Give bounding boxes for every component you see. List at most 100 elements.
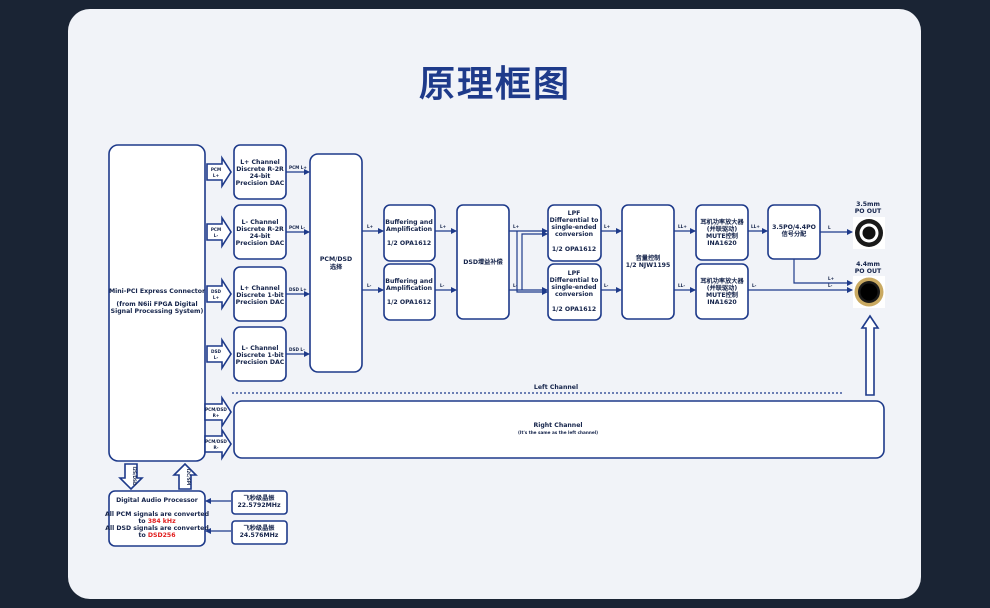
amplifier-upper: 耳机功率放大器 (并联驱动) MUTE控制 INA1620 (695, 204, 749, 261)
dac-pcm-l-minus: L- Channel Discrete R-2R 24-bit Precisio… (233, 204, 287, 260)
buffer-l-plus: Buffering and Amplification 1/2 OPA1612 (383, 204, 436, 262)
lpf-lower: LPF Differential to single-ended convers… (547, 263, 602, 321)
svg-text:DSD L-: DSD L- (289, 347, 305, 352)
lpf-to-volume-wires: L+ L- (601, 224, 622, 293)
svg-text:信号分配: 信号分配 (782, 230, 808, 238)
svg-text:1/2 NJW1195: 1/2 NJW1195 (626, 262, 671, 269)
svg-text:LL+: LL+ (678, 224, 687, 229)
input-arrow-dsd-l-minus: DSD L- (206, 337, 232, 371)
svg-text:(It's the same as the left cha: (It's the same as the left channel) (518, 430, 598, 435)
svg-text:PCM/DSD: PCM/DSD (205, 439, 227, 444)
svg-text:INA1620: INA1620 (707, 240, 737, 247)
svg-text:L-: L- (828, 283, 833, 288)
left-channel-divider: Left Channel (232, 384, 842, 394)
page-title: 原理框图 (418, 64, 571, 105)
dsd-to-lpf-wires: L+ L- (509, 224, 548, 295)
right-channel-box: Right Channel (It's the same as the left… (233, 400, 885, 459)
svg-text:single-ended: single-ended (551, 224, 596, 231)
svg-text:L-: L- (440, 283, 445, 288)
i2s-dsd-arrow: I2S/DSD (118, 463, 144, 491)
svg-text:L-: L- (367, 283, 372, 288)
svg-text:L+: L+ (513, 224, 520, 229)
clock-arrows (205, 498, 231, 534)
svg-text:Differential to: Differential to (550, 217, 599, 224)
svg-text:DSD L+: DSD L+ (289, 287, 307, 292)
svg-text:PCM L-: PCM L- (289, 225, 305, 230)
svg-text:MUTE控制: MUTE控制 (706, 291, 738, 299)
input-arrow-r-plus: PCM/DSD R+ (204, 395, 232, 429)
svg-text:Precision DAC: Precision DAC (236, 359, 285, 366)
volume-control: 音量控制 1/2 NJW1195 (621, 204, 675, 320)
jack-4-4mm: 4.4mm PO OUT (853, 261, 885, 308)
svg-text:L-: L- (752, 283, 757, 288)
svg-text:Buffering and: Buffering and (385, 219, 433, 226)
svg-text:DSD增益补偿: DSD增益补偿 (463, 258, 503, 266)
svg-text:LPF: LPF (568, 270, 581, 277)
amp-output-wires: LL+ L- (748, 224, 853, 293)
svg-text:(并联驱动): (并联驱动) (707, 284, 738, 292)
svg-text:Mini-PCI Express Connector: Mini-PCI Express Connector (109, 288, 206, 295)
svg-text:飞秒级晶振: 飞秒级晶振 (244, 494, 276, 502)
svg-text:DSD: DSD (211, 289, 221, 294)
svg-text:single-ended: single-ended (551, 284, 596, 291)
svg-text:Discrete 1-bit: Discrete 1-bit (236, 292, 284, 299)
svg-text:conversion: conversion (555, 291, 593, 298)
volume-to-amp-wires: LL+ LL- (674, 224, 696, 293)
svg-text:Buffering and: Buffering and (385, 278, 433, 285)
dac-dsd-l-plus: L+ Channel Discrete 1-bit Precision DAC (233, 266, 287, 322)
svg-text:R-: R- (214, 445, 219, 450)
svg-text:1/2 OPA1612: 1/2 OPA1612 (387, 299, 431, 306)
svg-text:L-: L- (513, 283, 518, 288)
svg-text:Discrete R-2R: Discrete R-2R (236, 166, 284, 173)
svg-text:I2S/DSD: I2S/DSD (132, 467, 137, 487)
svg-text:音量控制: 音量控制 (636, 254, 661, 262)
mini-pci-connector: Mini-PCI Express Connector (from N6ii FP… (108, 144, 206, 462)
svg-text:选择: 选择 (330, 263, 343, 271)
svg-text:Precision DAC: Precision DAC (236, 299, 285, 306)
svg-text:L+ Channel: L+ Channel (240, 285, 280, 292)
dac-dsd-l-minus: L- Channel Discrete 1-bit Precision DAC (233, 326, 287, 382)
svg-text:L-: L- (214, 355, 219, 360)
svg-text:1/2 OPA1612: 1/2 OPA1612 (387, 240, 431, 247)
svg-text:L- Channel: L- Channel (242, 219, 279, 226)
digital-audio-processor: Digital Audio Processor All PCM signals … (105, 490, 209, 547)
svg-text:All PCM signals are converted: All PCM signals are converted (105, 511, 209, 518)
svg-text:Right Channel: Right Channel (533, 422, 582, 429)
svg-text:Amplification: Amplification (386, 226, 432, 233)
svg-text:I2C/SPI: I2C/SPI (186, 469, 191, 486)
svg-text:PCM: PCM (211, 167, 221, 172)
clock-24-576: 飞秒级晶振 24.576MHz (231, 520, 288, 545)
svg-text:INA1620: INA1620 (707, 299, 737, 306)
dsd-gain-compensation: DSD增益补偿 (456, 204, 510, 320)
svg-text:24.576MHz: 24.576MHz (240, 532, 279, 539)
svg-text:MUTE控制: MUTE控制 (706, 232, 738, 240)
select-to-buffer-wires: L+ L- (362, 224, 384, 293)
svg-text:to 384 kHz: to 384 kHz (138, 518, 176, 525)
svg-text:L+: L+ (367, 224, 374, 229)
svg-text:L- Channel: L- Channel (242, 345, 279, 352)
svg-text:DSD: DSD (211, 349, 221, 354)
pcm-rate-highlight: 384 kHz (148, 518, 176, 525)
svg-text:LL+: LL+ (751, 224, 760, 229)
dsd-rate-highlight: DSD256 (148, 532, 176, 539)
jack-3-5mm: 3.5mm PO OUT (853, 201, 885, 249)
svg-text:PO OUT: PO OUT (855, 208, 882, 215)
svg-text:L+: L+ (440, 224, 447, 229)
svg-text:L: L (828, 225, 831, 230)
svg-text:Amplification: Amplification (386, 285, 432, 292)
split-to-jack-wires: L L+ L- (793, 225, 853, 288)
svg-text:Discrete R-2R: Discrete R-2R (236, 226, 284, 233)
i2c-spi-arrow: I2C/SPI (172, 462, 198, 490)
svg-text:Digital Audio Processor: Digital Audio Processor (116, 497, 199, 504)
svg-text:PCM L+: PCM L+ (289, 165, 307, 170)
svg-text:LL-: LL- (678, 283, 685, 288)
svg-text:4.4mm: 4.4mm (856, 261, 880, 268)
svg-text:24-bit: 24-bit (250, 173, 271, 180)
input-arrow-pcm-l-minus: PCM L- (206, 215, 232, 249)
buffer-l-minus: Buffering and Amplification 1/2 OPA1612 (383, 263, 436, 321)
svg-text:飞秒级晶振: 飞秒级晶振 (244, 524, 276, 532)
input-arrow-pcm-l-plus: PCM L+ (206, 155, 232, 189)
svg-text:to DSD256: to DSD256 (138, 532, 175, 539)
svg-text:Precision DAC: Precision DAC (236, 180, 285, 187)
